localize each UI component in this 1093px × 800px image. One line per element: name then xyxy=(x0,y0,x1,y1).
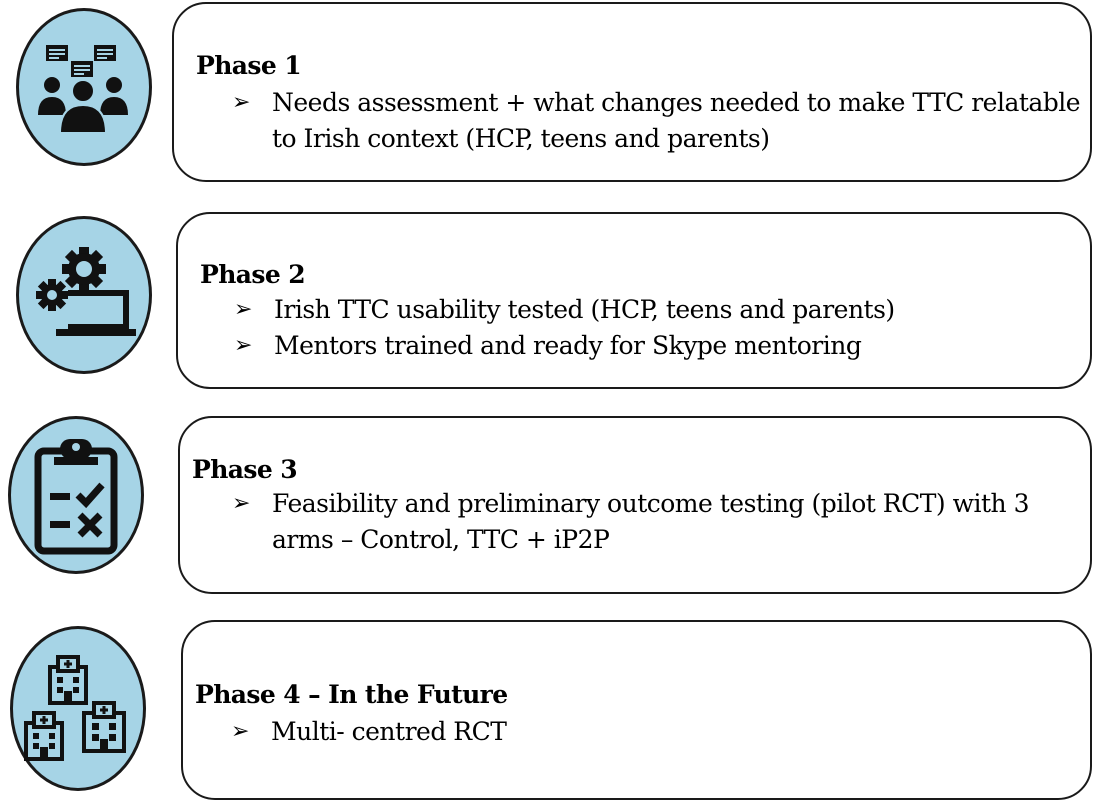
phase-1-title: Phase 1 xyxy=(196,51,302,80)
phase-1-icon-circle xyxy=(16,8,152,166)
phase-2-bullet-1: ➢ Irish TTC usability tested (HCP, teens… xyxy=(234,292,1084,328)
arrow-bullet-icon: ➢ xyxy=(232,90,250,115)
group-discussion-icon xyxy=(38,45,128,134)
phase-1-box: Phase 1 ➢ Needs assessment + what change… xyxy=(172,2,1092,182)
phase-3-icon-circle xyxy=(8,416,144,574)
clipboard-checklist-icon xyxy=(34,439,118,555)
phase-1-bullet-1: ➢ Needs assessment + what changes needed… xyxy=(232,85,1082,157)
phase-2-icon-circle xyxy=(16,216,152,374)
phase-3-title: Phase 3 xyxy=(192,455,298,484)
bullet-text: Feasibility and preliminary outcome test… xyxy=(272,489,1030,554)
phase-4-title: Phase 4 – In the Future xyxy=(195,680,508,709)
phase-2-title: Phase 2 xyxy=(200,260,306,289)
bullet-text: Multi- centred RCT xyxy=(271,717,507,746)
arrow-bullet-icon: ➢ xyxy=(234,333,252,358)
hospitals-icon xyxy=(24,654,126,761)
arrow-bullet-icon: ➢ xyxy=(232,491,250,516)
phase-2-bullet-2: ➢ Mentors trained and ready for Skype me… xyxy=(234,328,1084,364)
phase-4-bullet-1: ➢ Multi- centred RCT xyxy=(231,714,1081,750)
arrow-bullet-icon: ➢ xyxy=(231,719,249,744)
bullet-text: Mentors trained and ready for Skype ment… xyxy=(274,331,862,360)
phase-4-icon-circle xyxy=(10,626,146,791)
phase-3-bullet-1: ➢ Feasibility and preliminary outcome te… xyxy=(232,486,1092,558)
phase-3-box: Phase 3 ➢ Feasibility and preliminary ou… xyxy=(178,416,1092,594)
bullet-text: Irish TTC usability tested (HCP, teens a… xyxy=(274,295,895,324)
phase-4-box: Phase 4 – In the Future ➢ Multi- centred… xyxy=(181,620,1092,800)
phase-2-box: Phase 2 ➢ Irish TTC usability tested (HC… xyxy=(176,212,1092,389)
gears-laptop-icon xyxy=(36,247,136,336)
bullet-text: Needs assessment + what changes needed t… xyxy=(272,88,1081,153)
arrow-bullet-icon: ➢ xyxy=(234,297,252,322)
